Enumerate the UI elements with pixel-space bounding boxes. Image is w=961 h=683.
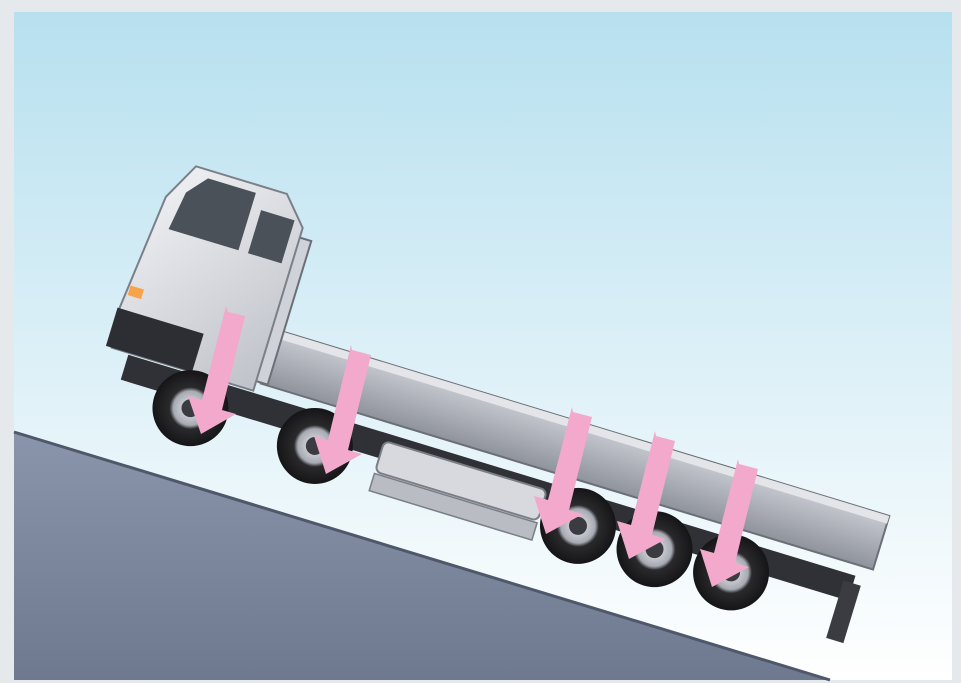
- picture-frame: [0, 0, 961, 683]
- truck-on-slope-illustration: [0, 0, 961, 683]
